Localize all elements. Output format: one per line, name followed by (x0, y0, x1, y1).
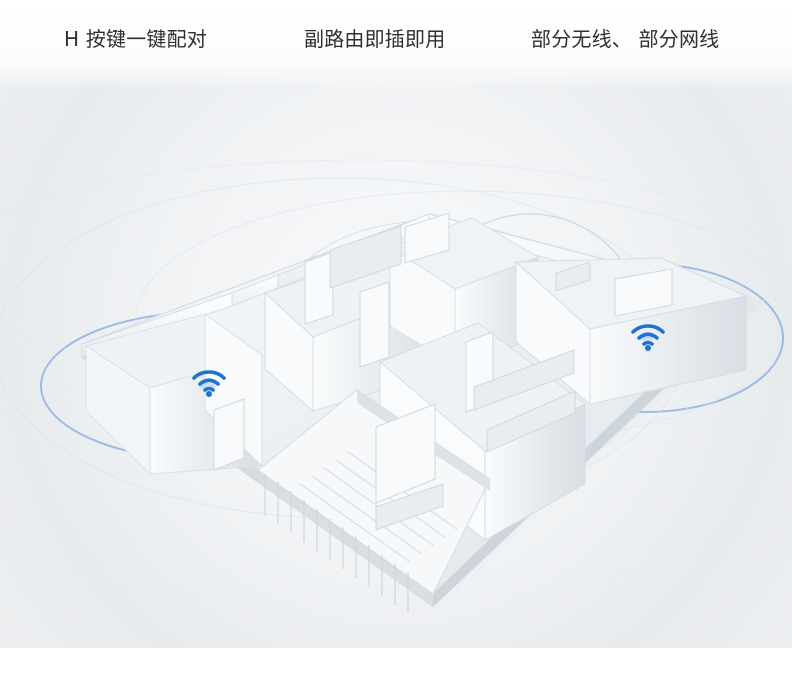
wifi-icon (192, 370, 226, 397)
header-band (0, 0, 792, 90)
feature-label-wireless-wired: 部分无线、 部分网线 (531, 27, 720, 51)
feature-label-plug-and-play: 副路由即插即用 (304, 27, 446, 51)
footer-band (0, 648, 792, 692)
wifi-icon (631, 324, 665, 351)
house-model (80, 212, 748, 612)
feature-label-pairing: H 按键一键配对 (64, 27, 207, 51)
